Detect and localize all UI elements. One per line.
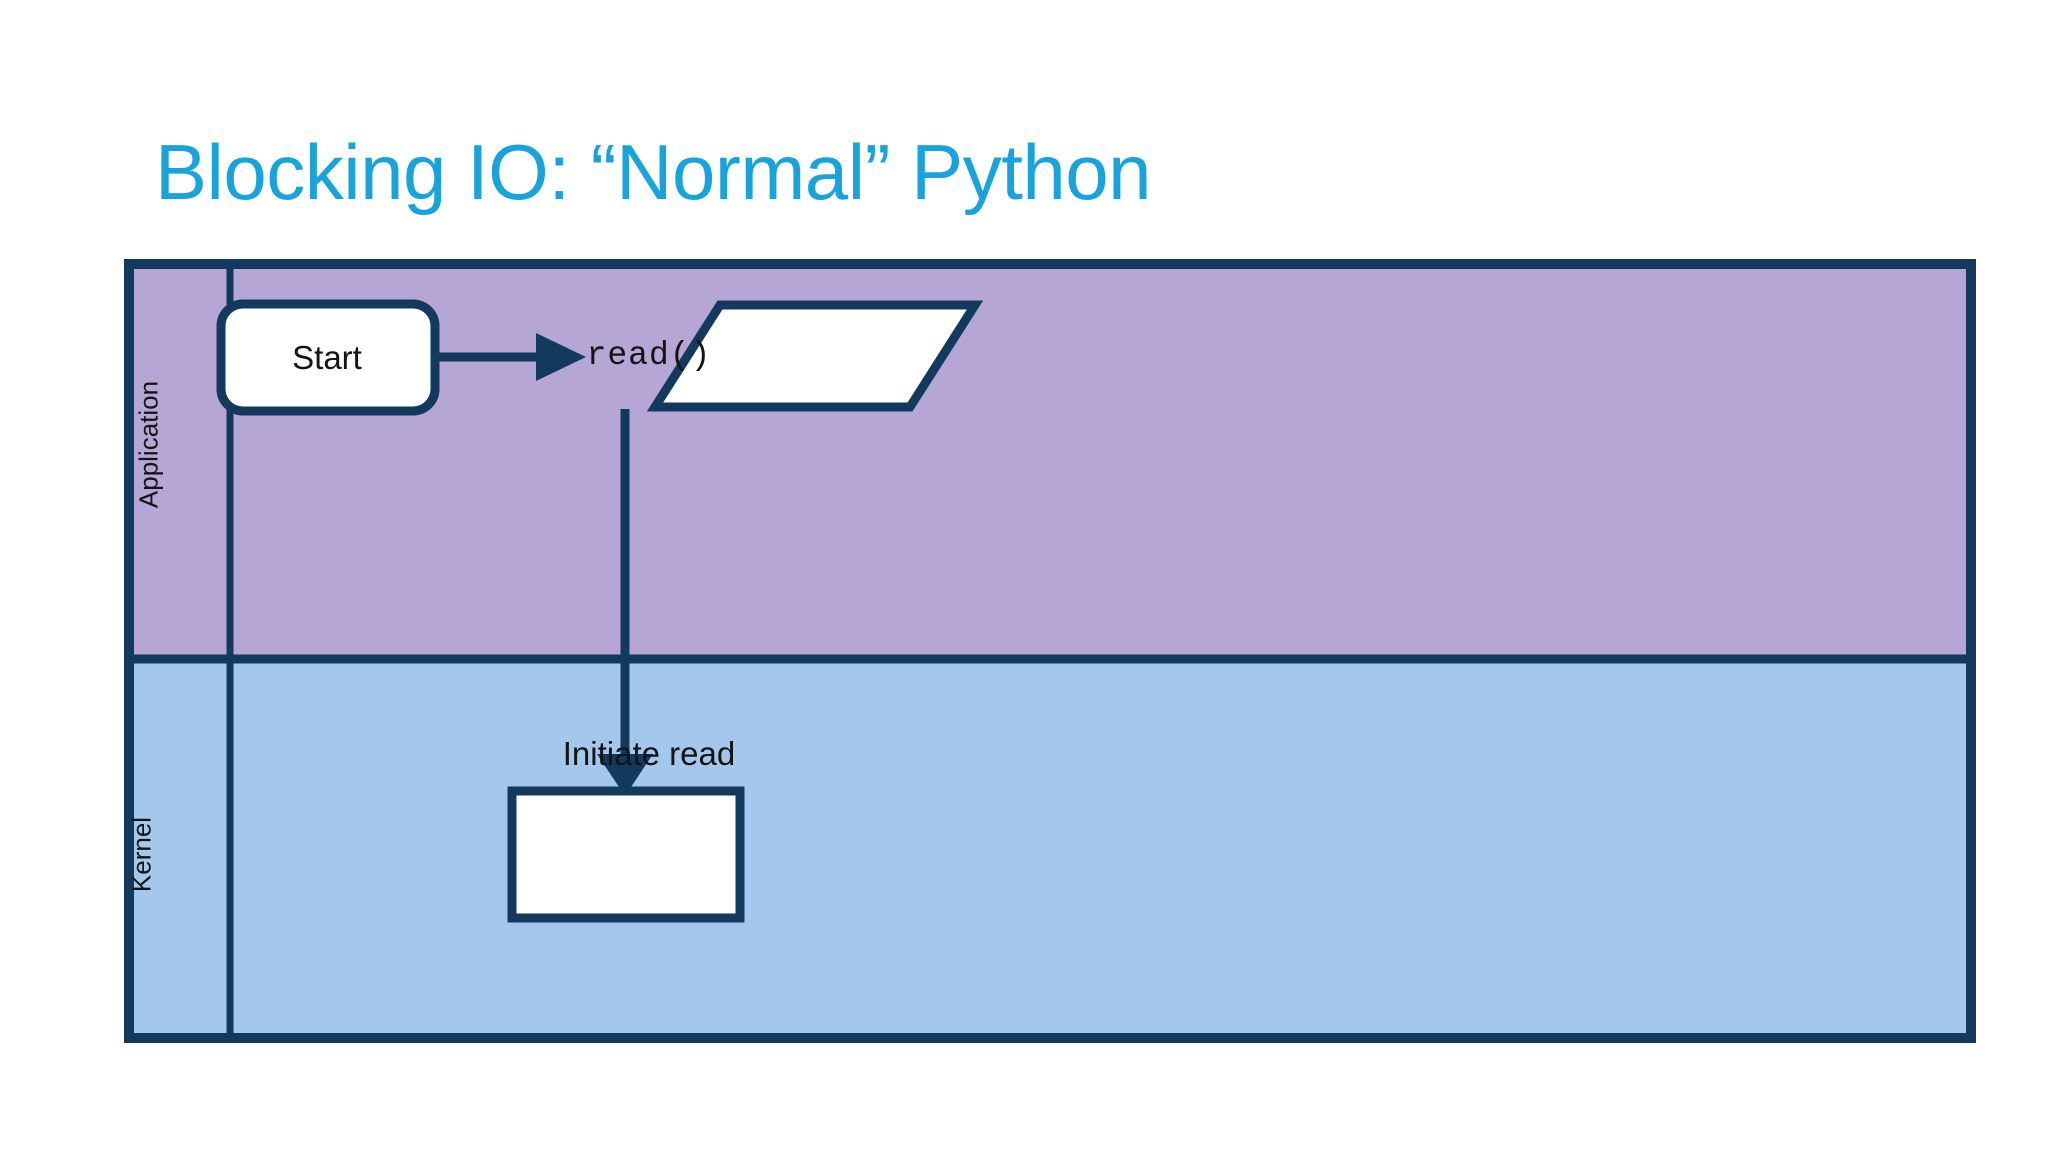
swimlane-diagram: Application Kernel Start read() Initiate… [124,259,1976,1043]
lane-kernel-background [124,659,1976,1043]
node-read-shape[interactable] [646,300,984,412]
node-start-shape[interactable] [216,299,440,416]
edge-read-to-initiate-arrowhead [597,754,653,796]
edge-start-to-read-arrowhead [536,333,586,381]
page-title: Blocking IO: “Normal” Python [155,128,1152,216]
node-initiate-read-shape[interactable] [507,786,745,923]
diagram-outer-border [124,259,1976,1043]
diagram-svg [124,259,1976,1043]
